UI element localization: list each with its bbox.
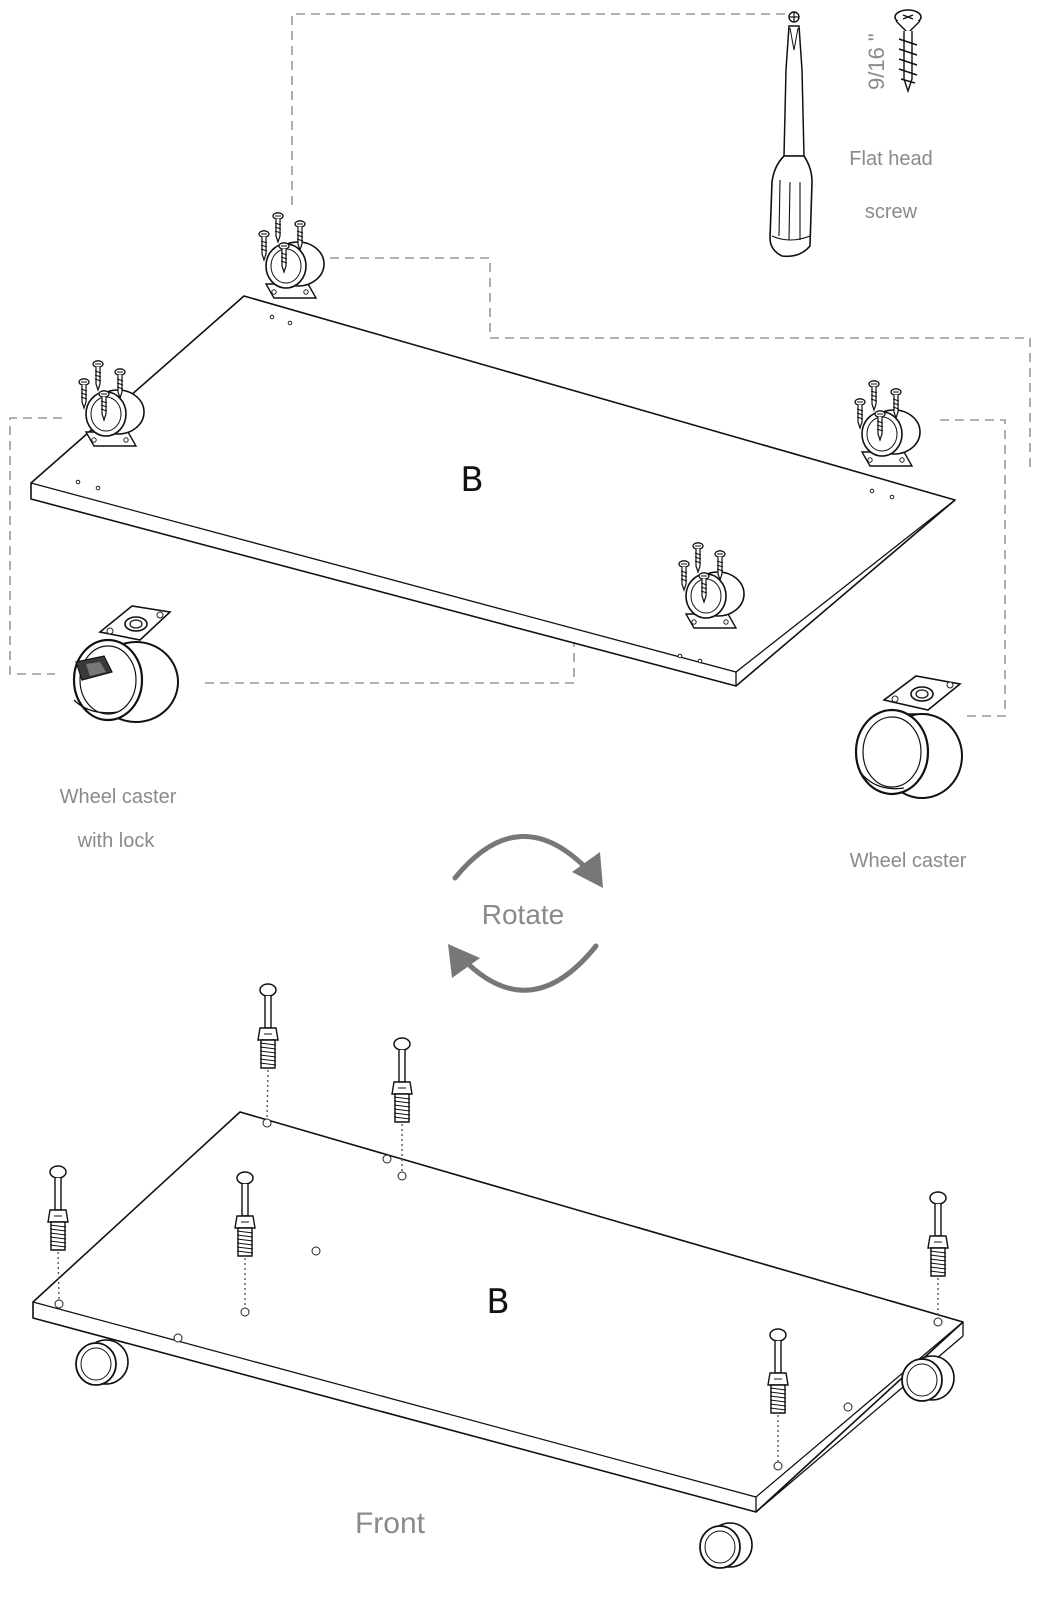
panel-label-top: B — [460, 460, 483, 500]
panel-label-bottom: B — [486, 1282, 509, 1322]
wheel-caster-icon — [854, 675, 963, 799]
front-label: Front — [355, 1507, 426, 1540]
cam-bolt-4 — [234, 1171, 256, 1308]
screw-label-line2: screw — [865, 201, 918, 223]
panel-b-top — [30, 295, 956, 687]
screw-size-label: 9/16 " — [864, 33, 889, 90]
caster-label: Wheel caster — [850, 850, 967, 872]
rotate-label: Rotate — [482, 899, 565, 930]
cam-bolt-1 — [257, 983, 279, 1120]
bottom-wheel-back-right — [901, 1355, 955, 1402]
mounted-caster-back-left — [259, 213, 324, 298]
screw-label-line1: Flat head — [849, 148, 932, 170]
caster-lock-label-line2: with lock — [77, 830, 156, 852]
cam-bolt-2 — [391, 1037, 413, 1172]
flat-head-screw-icon — [894, 9, 922, 94]
cam-bolt-3 — [47, 1165, 69, 1301]
mounted-caster-back-right — [855, 381, 920, 466]
phillips-screwdriver-icon — [769, 11, 813, 258]
cam-bolt-5 — [927, 1191, 949, 1318]
wheel-caster-with-lock-icon — [72, 605, 179, 723]
rotate-arrows-icon — [448, 834, 603, 993]
bottom-wheel-front-left — [75, 1339, 129, 1386]
caster-lock-label-line1: Wheel caster — [60, 786, 177, 808]
bottom-wheel-front-right — [699, 1522, 753, 1569]
